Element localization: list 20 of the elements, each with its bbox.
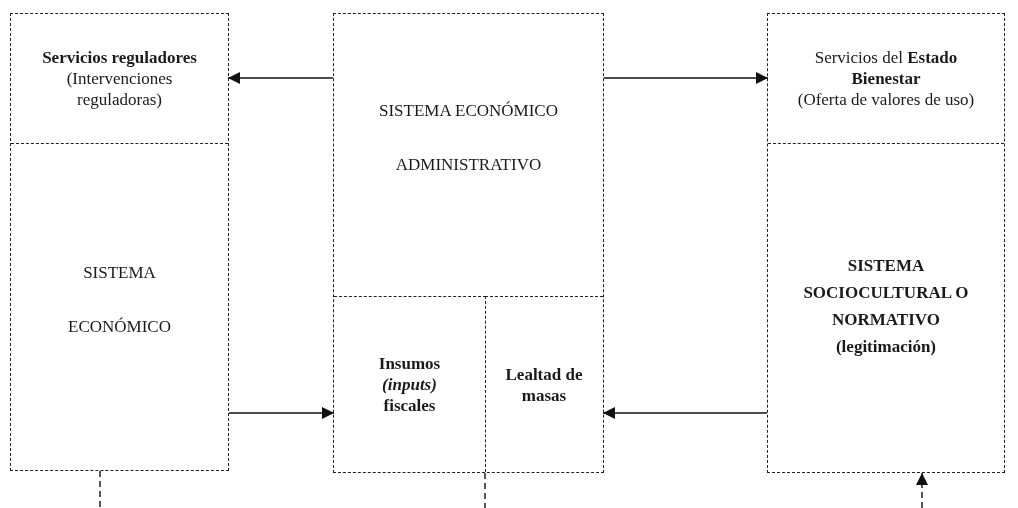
node-label: Insumos (inputs) fiscales	[377, 353, 442, 416]
arrow	[227, 72, 334, 84]
arrow	[228, 407, 335, 419]
node-note: (Oferta de valores de uso)	[796, 89, 976, 110]
node-label: Servicios del Estado Bienestar	[813, 47, 959, 89]
system-box	[333, 13, 604, 473]
node-label: SISTEMA SOCIOCULTURAL O NORMATIVO (legitimación)	[802, 255, 970, 358]
dashed-connector	[99, 470, 101, 508]
node-label: SISTEMA ECONÓMICO	[67, 262, 172, 338]
arrow	[602, 407, 768, 419]
system-box	[767, 13, 1005, 473]
arrow	[603, 72, 769, 84]
node-label: Servicios reguladores	[41, 47, 198, 68]
node-note: (Intervenciones reguladoras)	[65, 68, 174, 110]
node-label: SISTEMA ECONÓMICO ADMINISTRATIVO	[378, 100, 559, 176]
system-box	[10, 13, 229, 471]
dashed-connector	[484, 472, 486, 508]
dashed-connector	[916, 472, 928, 508]
input-box	[334, 296, 486, 472]
node-label: Lealtad de masas	[504, 363, 584, 406]
